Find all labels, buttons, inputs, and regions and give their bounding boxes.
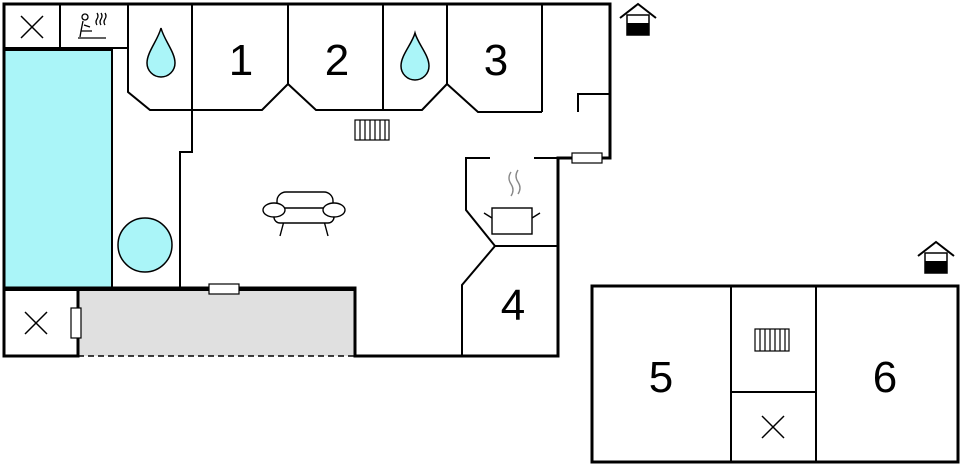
wall — [577, 93, 610, 112]
outer-wall — [590, 284, 960, 464]
toilet-cross-icon — [761, 415, 785, 439]
wall — [383, 83, 448, 111]
sofa-icon — [262, 191, 346, 237]
cooking-pot-icon — [483, 169, 541, 235]
wall — [287, 83, 383, 111]
outer-wall-lower-left — [2, 288, 80, 358]
wall — [465, 157, 558, 247]
toilet-cross-icon — [24, 311, 48, 335]
water-drop-icon — [400, 30, 430, 81]
room-number-5: 5 — [649, 353, 673, 402]
swimming-pool — [3, 49, 113, 289]
hot-tub-icon — [117, 217, 173, 273]
window-icon — [70, 307, 82, 339]
room-number-3: 3 — [484, 36, 508, 85]
wall — [461, 245, 496, 356]
radiator-icon — [354, 119, 390, 141]
room-number-6: 6 — [873, 353, 897, 402]
main-building — [2, 2, 612, 358]
room-number-2: 2 — [325, 36, 349, 85]
wall — [192, 83, 289, 111]
wall — [446, 83, 542, 113]
window-icon — [571, 152, 603, 164]
room-number-4: 4 — [501, 281, 525, 330]
annex-building — [590, 284, 960, 464]
outer-wall — [2, 2, 612, 358]
terrace — [78, 290, 355, 356]
radiator-icon — [754, 328, 790, 352]
room-number-1: 1 — [229, 36, 253, 85]
toilet-cross-icon — [20, 15, 44, 39]
sauna-icon — [78, 12, 107, 39]
water-drop-icon — [146, 27, 176, 78]
house-entrance-icon — [619, 2, 657, 36]
window-icon — [208, 283, 240, 295]
house-entrance-icon — [917, 240, 955, 274]
